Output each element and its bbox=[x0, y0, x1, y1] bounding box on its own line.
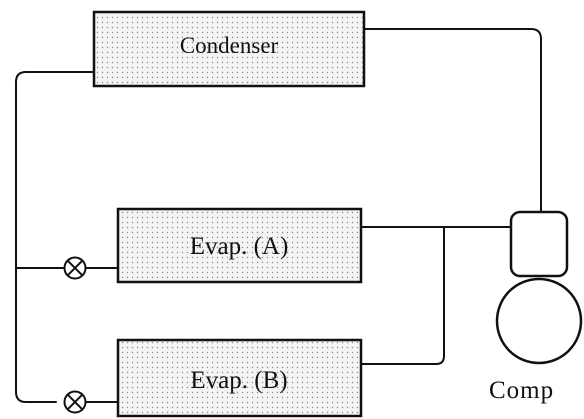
compressor-label: Comp bbox=[489, 377, 554, 404]
condenser-outlet-pipe bbox=[15, 71, 95, 403]
evaporator-a-label: Evap. (A) bbox=[190, 233, 289, 260]
evaporator-b-box bbox=[116, 338, 363, 418]
expansion-valve-b-icon bbox=[63, 390, 87, 414]
discharge-pipe bbox=[363, 28, 542, 213]
condenser-label: Condenser bbox=[180, 33, 279, 58]
evaporator-b-label: Evap. (B) bbox=[190, 367, 287, 394]
evap-b-suction-pipe bbox=[360, 226, 445, 365]
condenser-box bbox=[92, 10, 366, 88]
expansion-valve-a-icon bbox=[63, 256, 87, 280]
evaporator-a-box bbox=[116, 207, 363, 284]
compressor-icon bbox=[495, 210, 583, 365]
